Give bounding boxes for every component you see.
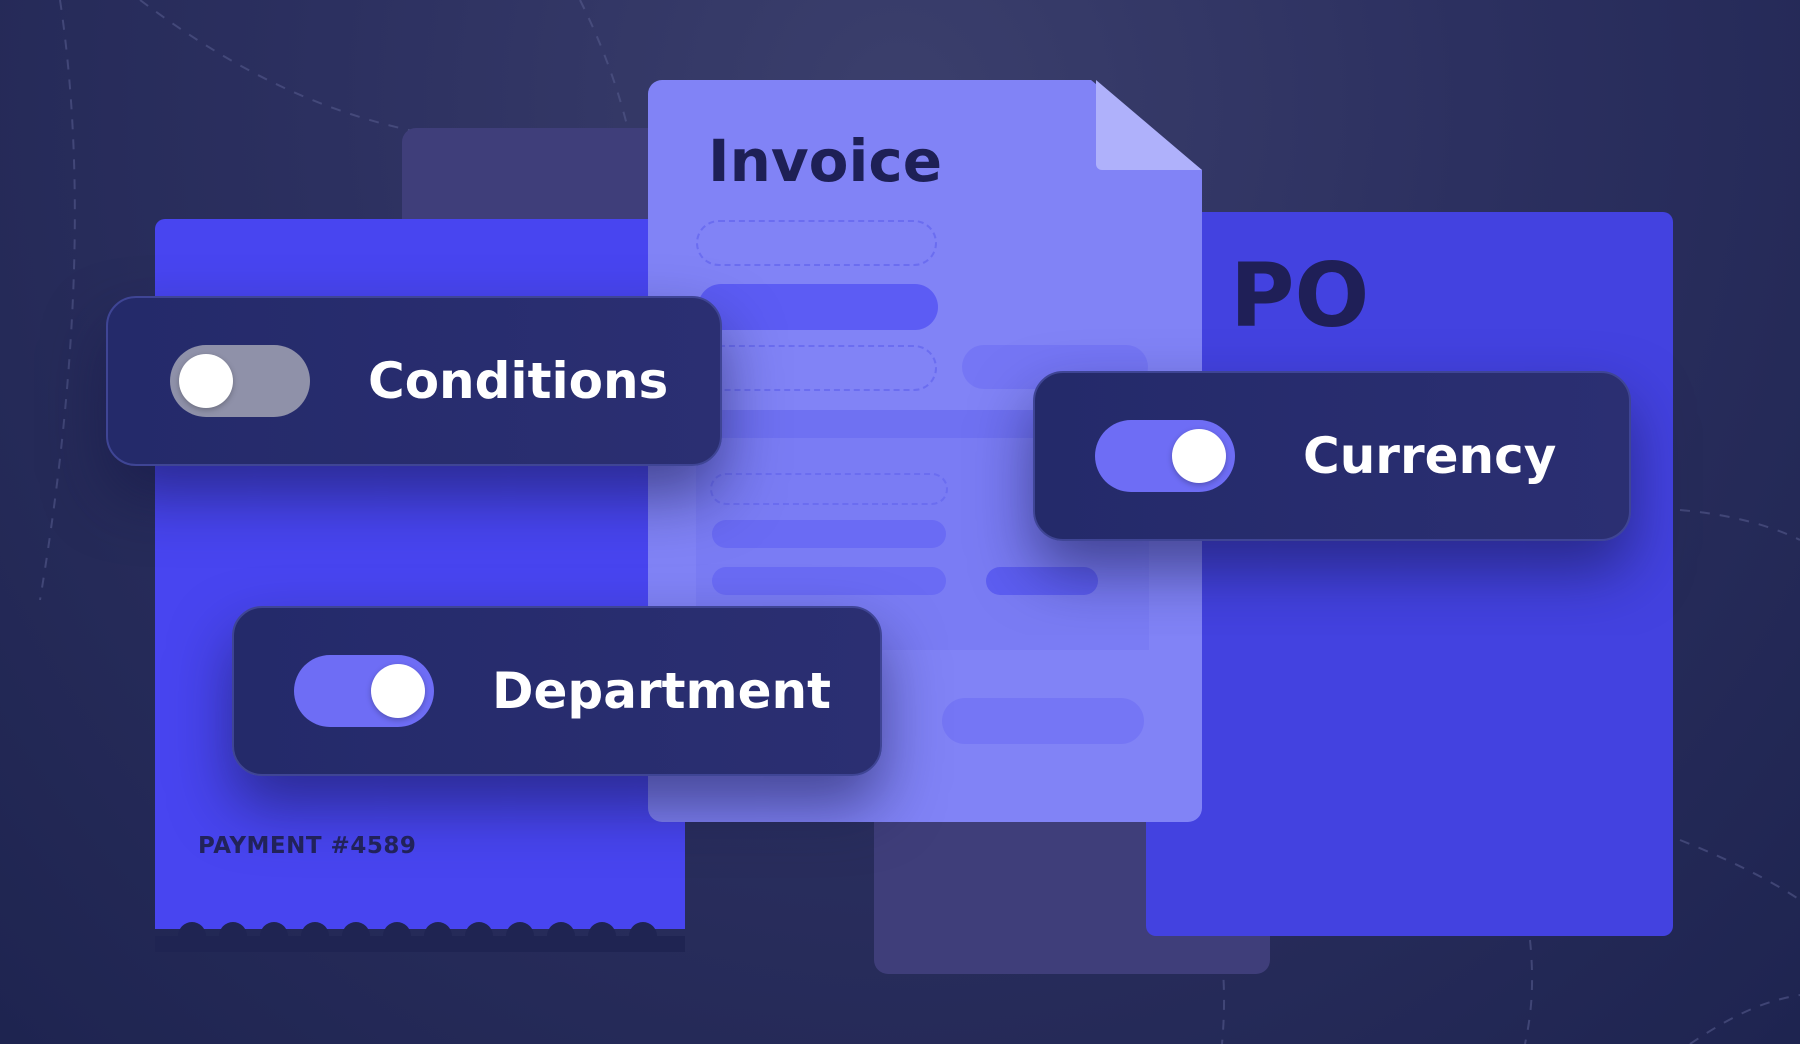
po-title: PO <box>1230 244 1370 347</box>
currency-label: Currency <box>1303 427 1557 485</box>
receipt-perforation <box>155 922 685 952</box>
purchase-order-document: PO <box>1146 212 1673 936</box>
conditions-toggle[interactable] <box>170 345 310 417</box>
currency-toggle-card: Currency <box>1033 371 1631 541</box>
toggle-knob <box>179 354 233 408</box>
invoice-table-cell <box>712 520 946 548</box>
payment-label: PAYMENT #4589 <box>198 833 417 859</box>
invoice-title: Invoice <box>708 127 943 195</box>
conditions-label: Conditions <box>368 352 669 410</box>
department-label: Department <box>492 662 832 720</box>
invoice-table-cell <box>712 567 946 595</box>
invoice-field-placeholder <box>696 345 937 391</box>
department-toggle[interactable] <box>294 655 434 727</box>
conditions-toggle-card: Conditions <box>106 296 722 466</box>
toggle-knob <box>1172 429 1226 483</box>
toggle-knob <box>371 664 425 718</box>
invoice-table-cell <box>710 473 948 505</box>
invoice-total-placeholder <box>942 698 1144 744</box>
department-toggle-card: Department <box>232 606 882 776</box>
invoice-field-placeholder <box>698 284 938 330</box>
currency-toggle[interactable] <box>1095 420 1235 492</box>
invoice-field-placeholder <box>696 220 937 266</box>
invoice-table-cell <box>986 567 1098 595</box>
